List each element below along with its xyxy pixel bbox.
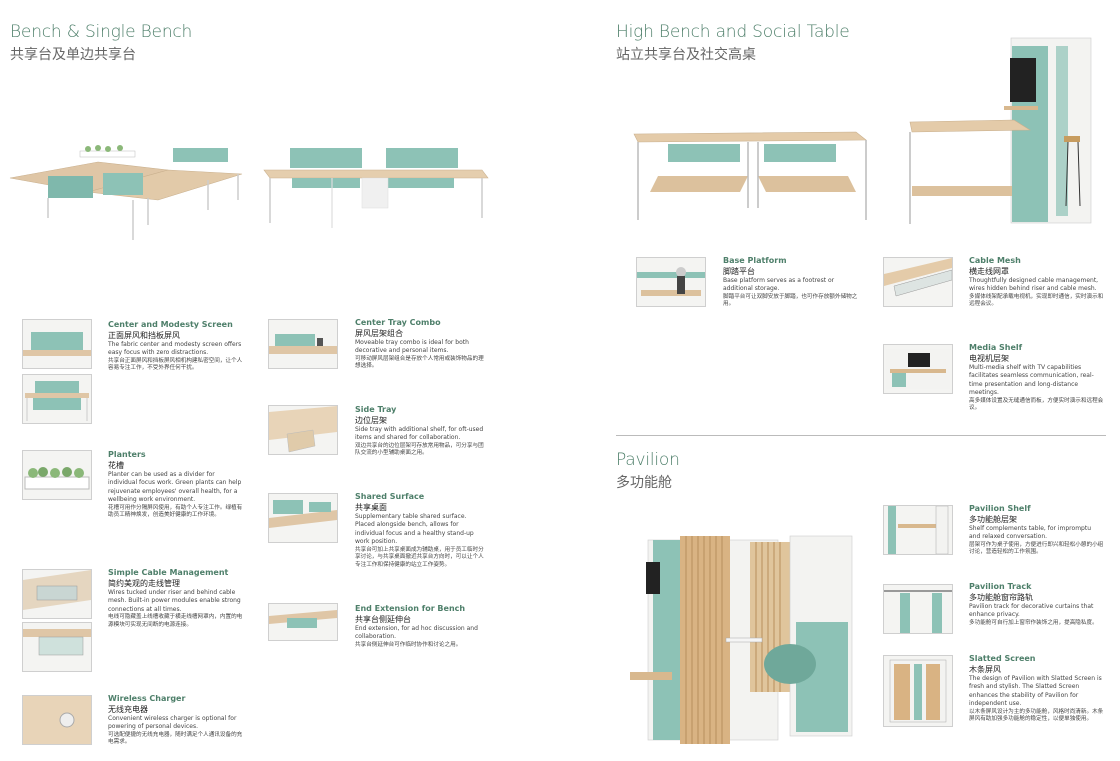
feature-body-cn: 可移动屏风层架组合是存放个人常用或装饰物品的理想选择。 — [355, 355, 484, 370]
feature-cn-title: 正面屏风和挡板屏风 — [108, 331, 180, 340]
high-bench-hero-image — [630, 128, 870, 224]
end-extension-thumb — [268, 603, 338, 641]
pavilion-title: Pavilion — [616, 450, 680, 470]
feature-body: Wires tucked under riser and behind cabl… — [108, 589, 241, 613]
feature-cn-title: 边位层架 — [355, 416, 387, 425]
feature-cable-mesh: Cable Mesh 横走线网罩 Thoughtfully designed c… — [969, 256, 1104, 309]
feature-body-cn: 脚踏平台可让双脚安放于脚踏，也可作存放额外储物之用。 — [723, 293, 858, 308]
feature-body: Moveable tray combo is ideal for both de… — [355, 339, 469, 355]
feature-body: Shelf complements table, for impromptu a… — [969, 525, 1091, 541]
feature-title: Base Platform — [723, 256, 787, 265]
feature-body: Multi-media shelf with TV capabilities f… — [969, 364, 1094, 397]
feature-cn-title: 木条屏风 — [969, 665, 1001, 674]
feature-title: Shared Surface — [355, 492, 425, 501]
feature-cn-title: 多功能舱层架 — [969, 515, 1017, 524]
cable-mesh-thumb — [883, 257, 953, 307]
feature-pavilion-shelf: Pavilion Shelf 多功能舱层架 Shelf complements … — [969, 504, 1104, 557]
feature-body-cn: 花槽可用作分隔屏风使用，有助个人专注工作。绿植有助员工精神焕发，创造美好健康的工… — [108, 504, 243, 519]
feature-body: Base platform serves as a footrest or ad… — [723, 277, 835, 293]
wireless-charger-thumb — [22, 695, 92, 745]
feature-body: Supplementary table shared surface. Plac… — [355, 513, 474, 546]
feature-end-extension: End Extension for Bench 共享台侧延伸台 End exte… — [355, 604, 485, 649]
feature-cn-title: 共享台侧延伸台 — [355, 615, 411, 624]
center-screen-thumb-2 — [22, 374, 92, 424]
feature-body-cn: 共享台正面屏风和挡板屏风相机构建私密空间，让个人容易专注工作，不受外界任何干扰。 — [108, 357, 243, 372]
center-tray-thumb — [268, 319, 338, 369]
pavilion-shelf-thumb — [883, 505, 953, 555]
feature-center-screen: Center and Modesty Screen 正面屏风和挡板屏风 The … — [108, 320, 243, 373]
shared-surface-thumb — [268, 493, 338, 543]
section-divider — [616, 435, 1106, 436]
feature-cn-title: 无线充电器 — [108, 705, 148, 714]
feature-cn-title: 共享桌面 — [355, 503, 387, 512]
bench-hero-image — [8, 140, 248, 245]
feature-body-cn: 多功能舱可自行加上窗帘作装饰之用，提高隐私度。 — [969, 619, 1098, 626]
feature-body: Planter can be used as a divider for ind… — [108, 471, 242, 504]
feature-body-cn: 层架可作为桌子使用，方便进行即兴和轻松小憩的小组讨论，营造轻松的工作氛围。 — [969, 541, 1104, 556]
feature-body: Side tray with additional shelf, for oft… — [355, 426, 484, 442]
feature-body: Pavilion track for decorative curtains t… — [969, 603, 1094, 619]
feature-media-shelf: Media Shelf 电视机层架 Multi-media shelf with… — [969, 343, 1104, 413]
side-tray-thumb — [268, 405, 338, 455]
pavilion-hero-image — [628, 522, 858, 747]
feature-title: Media Shelf — [969, 343, 1023, 352]
feature-body-cn: 多媒体线架配承载电视机，实现即时通信，实时演示和远程会议。 — [969, 293, 1104, 308]
pavilion-track-thumb — [883, 584, 953, 634]
base-platform-thumb — [636, 257, 706, 307]
feature-body: The fabric center and modesty screen off… — [108, 341, 242, 357]
single-bench-hero-image — [262, 148, 492, 233]
feature-body: The design of Pavilion with Slatted Scre… — [969, 675, 1102, 708]
feature-body-cn: 高多媒体设置及无缝通信而板，方便实时演示和远程会议。 — [969, 397, 1104, 412]
feature-side-tray: Side Tray 边位层架 Side tray with additional… — [355, 405, 485, 458]
feature-cn-title: 简约美观的走线管理 — [108, 579, 180, 588]
high-bench-subtitle: 站立共享台及社交高桌 — [616, 47, 756, 63]
pavilion-subtitle: 多功能舱 — [616, 475, 672, 491]
bench-title: Bench & Single Bench — [10, 22, 193, 42]
feature-body-cn: 可选配便捷的无线充电器，随时满足个人通讯设备的充电需求。 — [108, 731, 243, 746]
feature-wireless-charger: Wireless Charger 无线充电器 Convenient wirele… — [108, 694, 243, 747]
feature-slatted-screen: Slatted Screen 木条屏风 The design of Pavili… — [969, 654, 1104, 724]
feature-title: End Extension for Bench — [355, 604, 466, 613]
feature-title: Wireless Charger — [108, 694, 186, 703]
feature-base-platform: Base Platform 脚踏平台 Base platform serves … — [723, 256, 858, 309]
feature-body-cn: 共享台侧延伸台可作临时协作和讨论之用。 — [355, 641, 462, 648]
feature-title: Pavilion Shelf — [969, 504, 1031, 513]
feature-center-tray: Center Tray Combo 屏风层架组合 Moveable tray c… — [355, 318, 485, 371]
feature-planters: Planters 花槽 Planter can be used as a div… — [108, 450, 243, 520]
high-bench-title: High Bench and Social Table — [616, 22, 850, 42]
feature-cn-title: 多功能舱窗帘路轨 — [969, 593, 1033, 602]
bench-subtitle: 共享台及单边共享台 — [10, 47, 136, 63]
feature-cn-title: 脚踏平台 — [723, 267, 755, 276]
feature-title: Planters — [108, 450, 146, 459]
feature-pavilion-track: Pavilion Track 多功能舱窗帘路轨 Pavilion track f… — [969, 582, 1104, 627]
feature-title: Center and Modesty Screen — [108, 320, 233, 329]
feature-title: Slatted Screen — [969, 654, 1036, 663]
feature-title: Simple Cable Management — [108, 568, 229, 577]
feature-title: Cable Mesh — [969, 256, 1021, 265]
social-table-hero-image — [906, 36, 1098, 228]
feature-cable-management: Simple Cable Management 简约美观的走线管理 Wires … — [108, 568, 243, 629]
feature-body-cn: 共享台可加上共享桌面成为辅助桌，用于员工临时分享讨论，与共享桌面撤近共享台方向时… — [355, 546, 484, 568]
planter-thumb — [22, 450, 92, 500]
cable-management-thumb-2 — [22, 622, 92, 672]
feature-body-cn: 双边共享台的边位层架可存放常用物品，可分享与团队交流的小型辅助桌面之用。 — [355, 442, 484, 457]
feature-body-cn: 电线可隐藏盖上线槽收藏于横走线槽网罩内，内置的电源模块可实现无间断的电源连接。 — [108, 614, 243, 628]
center-screen-thumb-1 — [22, 319, 92, 369]
feature-body: Convenient wireless charger is optional … — [108, 715, 237, 731]
media-shelf-thumb — [883, 344, 953, 394]
slatted-screen-thumb — [883, 655, 953, 727]
feature-title: Pavilion Track — [969, 582, 1032, 591]
feature-cn-title: 屏风层架组合 — [355, 329, 403, 338]
feature-body-cn: 以木条屏风设计为主的多功能舱，风格时尚清新。木条屏风有助加强多功能舱的稳定性，以… — [969, 708, 1104, 723]
feature-body: End extension, for ad hoc discussion and… — [355, 625, 478, 641]
feature-title: Center Tray Combo — [355, 318, 441, 327]
feature-cn-title: 电视机层架 — [969, 354, 1009, 363]
feature-cn-title: 花槽 — [108, 461, 124, 470]
cable-management-thumb-1 — [22, 569, 92, 619]
feature-shared-surface: Shared Surface 共享桌面 Supplementary table … — [355, 492, 485, 569]
feature-title: Side Tray — [355, 405, 397, 414]
feature-body: Thoughtfully designed cable management, … — [969, 277, 1099, 293]
feature-cn-title: 横走线网罩 — [969, 267, 1009, 276]
